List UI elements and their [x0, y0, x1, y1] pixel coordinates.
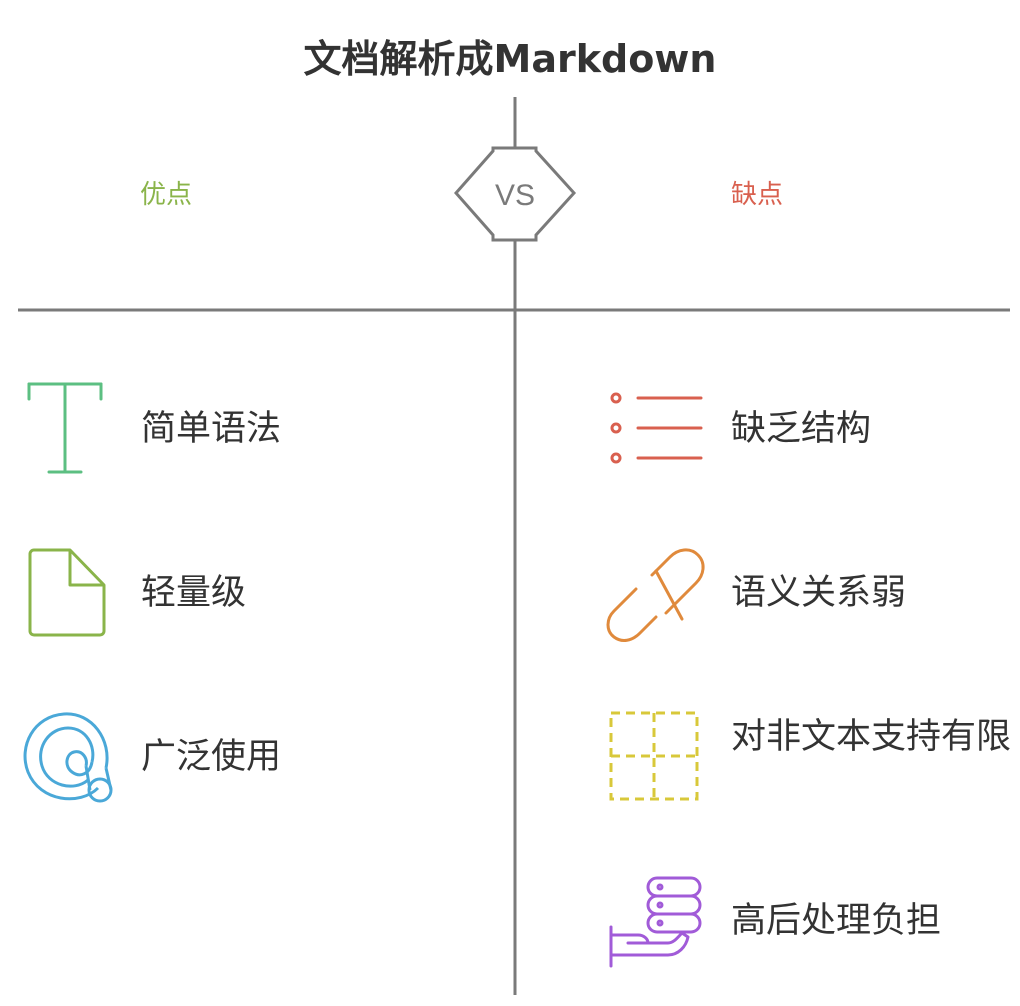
database-hand-icon — [609, 876, 702, 968]
pro-item-label: 简单语法 — [141, 409, 282, 449]
vs-label: VS — [495, 179, 535, 212]
vs-arrow-shape — [454, 146, 577, 242]
pro-item-label: 广泛使用 — [141, 737, 282, 777]
diagram-title: 文档解析成Markdown — [303, 37, 717, 81]
con-item-label: 缺乏结构 — [731, 409, 872, 449]
con-item-label: 语义关系弱 — [731, 573, 907, 613]
text-cursor-icon — [27, 382, 103, 474]
dashed-grid-icon — [609, 711, 699, 801]
con-item-label: 对非文本支持有限 — [731, 717, 1012, 757]
con-item-label: 高后处理负担 — [731, 901, 942, 941]
file-icon — [28, 548, 106, 637]
pros-heading: 优点 — [140, 180, 193, 210]
broken-link-icon — [606, 548, 705, 642]
list-icon — [610, 392, 703, 464]
pro-item-label: 轻量级 — [141, 573, 247, 613]
spiral-icon — [23, 712, 113, 803]
cons-heading: 缺点 — [731, 180, 784, 210]
